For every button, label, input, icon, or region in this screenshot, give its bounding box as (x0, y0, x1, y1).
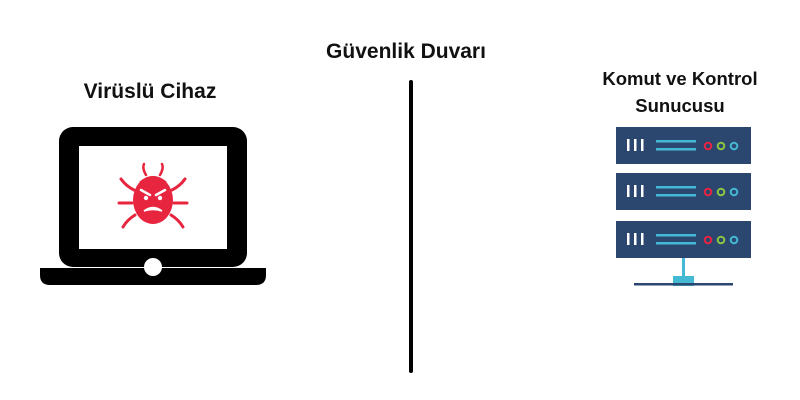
server-unit (616, 221, 751, 258)
server-base-line (634, 283, 733, 286)
infected-device-label: Virüslü Cihaz (83, 80, 217, 103)
server-unit (616, 127, 751, 164)
cnc-server-label: Komut ve Kontrol Sunucusu (602, 68, 758, 116)
laptop-icon (40, 127, 266, 285)
server-rack-icon (616, 127, 751, 286)
server-network-port (673, 276, 694, 286)
server-stand-pole (682, 258, 685, 277)
firewall-label: Güvenlik Duvarı (326, 40, 486, 63)
server-unit (616, 173, 751, 210)
virus-bug-icon (117, 162, 189, 229)
